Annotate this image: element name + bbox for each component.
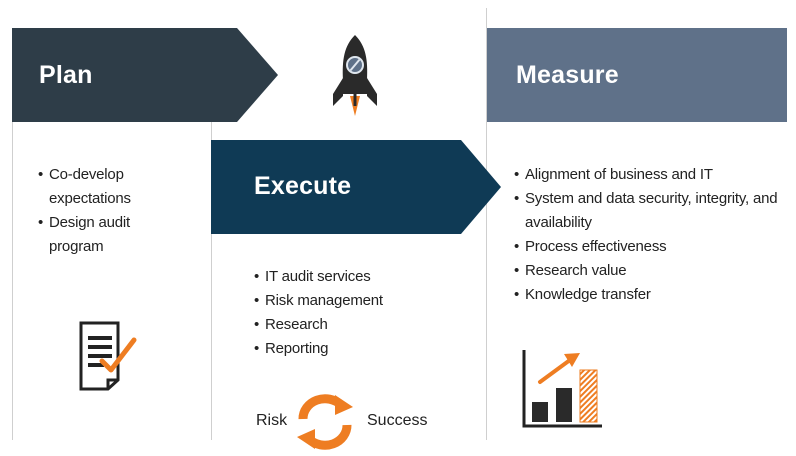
cycle-risk-label: Risk [256,412,288,429]
plan-arrow-shape [12,28,278,122]
list-item: Process effectiveness [514,235,787,259]
rocket-icon [330,32,380,122]
divider-center-right [486,8,487,440]
cycle-arrows-icon [293,393,357,451]
list-item: Research [254,313,383,337]
measure-list: Alignment of business and IT System and … [514,163,787,307]
plan-arrow: Plan [12,28,278,122]
cycle-success-label: Success [367,412,428,429]
list-item: System and data security, integrity, and… [514,187,787,235]
list-item: IT audit services [254,265,383,289]
list-item: Co-develop expectations [38,163,174,211]
list-item: Risk management [254,289,383,313]
list-item: Knowledge transfer [514,283,787,307]
divider-left [12,120,13,440]
execute-title: Execute [254,172,352,200]
plan-title: Plan [39,61,93,89]
list-item: Research value [514,259,787,283]
document-check-icon [78,320,140,392]
measure-title: Measure [516,61,619,89]
execute-arrow-shape [211,140,501,234]
list-item: Reporting [254,337,383,361]
list-item: Design audit program [38,211,159,259]
measure-arrow-shape [487,28,787,122]
list-item: Alignment of business and IT [514,163,787,187]
execute-list: IT audit services Risk management Resear… [254,265,383,361]
growth-bar-chart-icon [520,348,606,430]
execute-arrow: Execute [211,140,501,234]
divider-center-left [211,120,212,440]
measure-arrow: Measure [487,28,787,122]
plan-list: Co-develop expectations Design audit pro… [38,163,203,259]
